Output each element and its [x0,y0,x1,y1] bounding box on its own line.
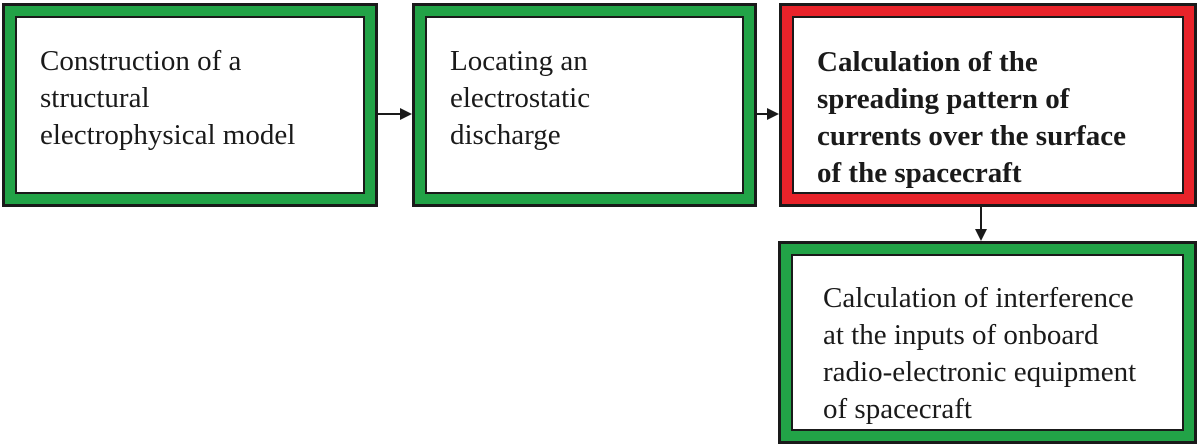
step-text-locating: Locating an electrostatic discharge [425,16,744,194]
step-line: Locating an [450,45,588,77]
step-line: electrostatic [450,82,591,114]
step-line: of spacecraft [823,393,972,425]
step-text-interference: Calculation of interference at the input… [791,254,1184,431]
arrow-spreading-to-interference [975,207,987,241]
step-line: electrophysical model [40,119,296,151]
step-box-construction: Construction of a structural electrophys… [2,3,378,207]
step-text-construction: Construction of a structural electrophys… [15,16,365,194]
step-line: spreading pattern of [817,83,1070,115]
step-line: of the spacecraft [817,157,1022,189]
step-line: Construction of a [40,45,242,77]
step-line: structural [40,82,150,114]
step-line: discharge [450,119,561,151]
step-box-interference: Calculation of interference at the input… [778,241,1197,444]
step-line: currents over the surface [817,120,1126,152]
step-text-spreading: Calculation of the spreading pattern of … [792,16,1184,194]
step-line: radio-electronic equipment [823,356,1137,388]
step-line: Calculation of interference [823,282,1134,314]
step-line: Calculation of the [817,46,1038,78]
step-box-locating: Locating an electrostatic discharge [412,3,757,207]
step-box-spreading: Calculation of the spreading pattern of … [779,3,1197,207]
arrow-locating-to-spreading [757,108,779,120]
arrow-construction-to-locating [378,108,412,120]
step-line: at the inputs of onboard [823,319,1099,351]
